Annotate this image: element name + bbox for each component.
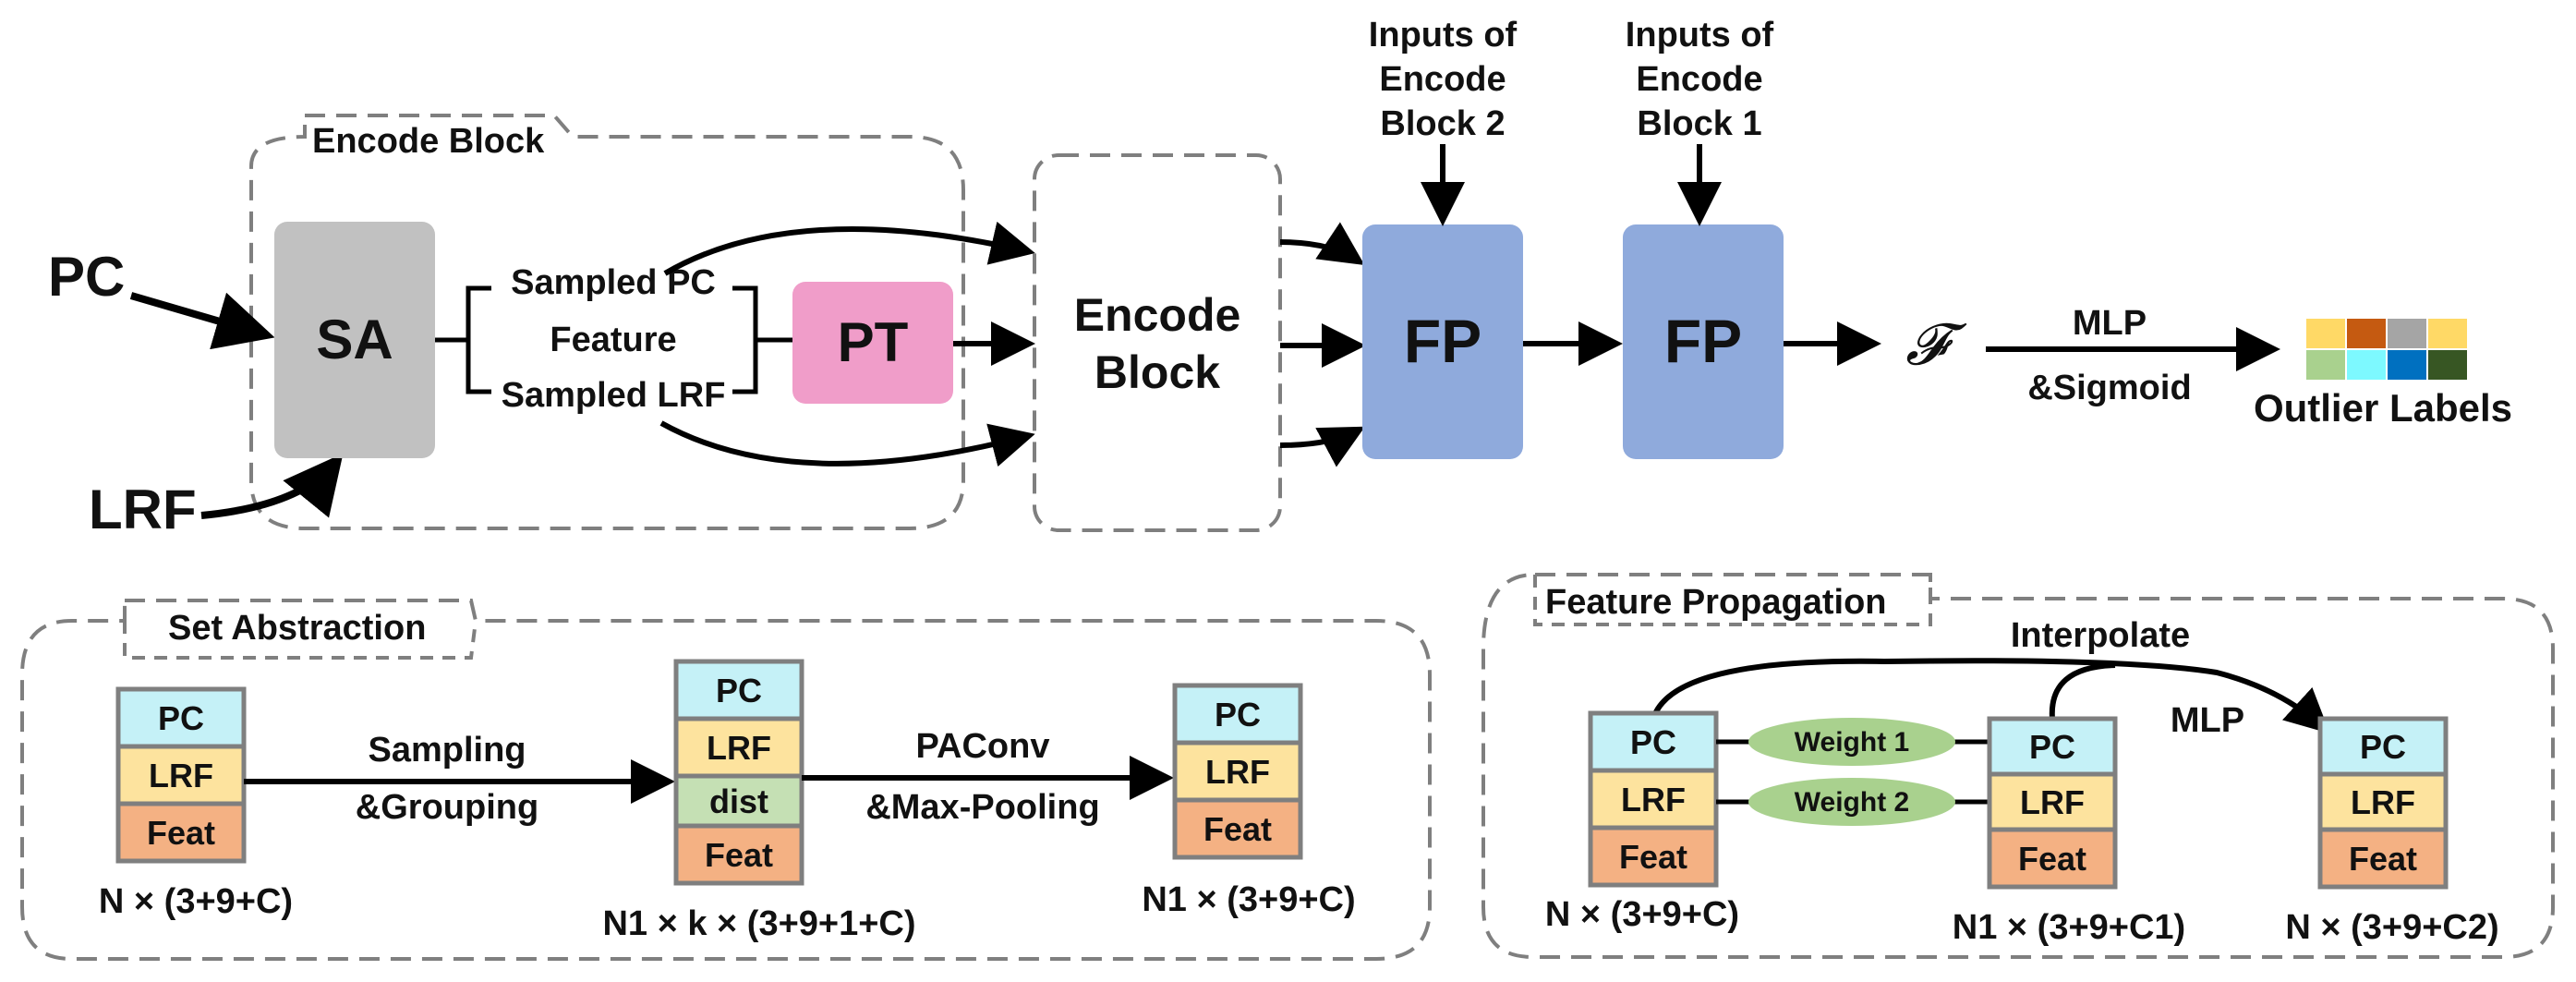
sampled-lrf-to-encode-arrow (659, 420, 1035, 467)
fp-stack-3: PC LRF Feat (2317, 716, 2449, 890)
fp-stack-1-dims: N × (3+9+C) (1545, 895, 1739, 934)
sampled-lrf-label: Sampled LRF (502, 376, 726, 415)
interpolate-arc (1651, 658, 2330, 734)
outlier-label-swatch (2426, 317, 2469, 350)
fp-stack-1: PC LRF Feat (1588, 710, 1719, 888)
sa-block (274, 222, 435, 458)
sa-stack-1-pc: PC (158, 699, 204, 737)
sa-stack-3-feat: Feat (1203, 810, 1272, 848)
sa-stack-3: PC LRF Feat (1172, 683, 1303, 860)
inputs-block2-line3: Block 2 (1380, 104, 1505, 143)
fp-block-1-label: FP (1404, 307, 1482, 375)
sa-stack-3-pc: PC (1215, 696, 1261, 733)
fp-stack-3-pc: PC (2360, 728, 2406, 766)
right-bracket (732, 285, 758, 394)
weight-1-node (1748, 718, 1955, 766)
pt-label: PT (838, 311, 909, 373)
encode-to-fp1-arrow-top (1279, 222, 1365, 265)
paconv-label: PAConv (916, 727, 1050, 766)
fp-block-2-label: FP (1664, 307, 1742, 375)
mlp-label: MLP (2073, 304, 2147, 343)
fp-stack-2-pc: PC (2029, 728, 2075, 766)
pt-block (792, 282, 953, 404)
encode-block-title: Encode Block (312, 122, 545, 161)
fp-mlp-label: MLP (2171, 701, 2244, 740)
sa-stack-2: PC LRF dist Feat (673, 659, 804, 886)
feature-label: Feature (550, 321, 676, 359)
outlier-label-swatch (2304, 317, 2347, 350)
sampled-pc-label: Sampled PC (511, 263, 716, 302)
encode-block-2-label-line1: Encode (1074, 289, 1241, 341)
outlier-label-grid (2304, 317, 2469, 382)
sampled-pc-to-encode-arrow (663, 221, 1035, 276)
fp-stack-2-dims: N1 × (3+9+C1) (1953, 908, 2185, 947)
sigmoid-label: &Sigmoid (2027, 369, 2191, 407)
inputs-block1-line1: Inputs of (1626, 16, 1774, 55)
fp-stack-3-lrf: LRF (2351, 783, 2415, 821)
mlp-arc (2049, 662, 2116, 720)
sa-stack-2-lrf: LRF (707, 729, 771, 767)
feature-propagation-title: Feature Propagation (1545, 583, 1887, 622)
sampling-label: Sampling (368, 731, 526, 770)
fp-stack-1-lrf: LRF (1621, 781, 1686, 818)
fp-stack-3-feat: Feat (2349, 840, 2417, 878)
weight-2-label: Weight 2 (1795, 787, 1909, 818)
encode-to-fp1-arrow-bottom (1279, 426, 1365, 467)
outlier-label-swatch (2426, 348, 2469, 382)
set-abstraction-tab-inner (123, 620, 478, 660)
encode-block-container (249, 114, 965, 530)
inputs-block1-line3: Block 1 (1637, 104, 1761, 143)
weight-1-label: Weight 1 (1795, 727, 1909, 758)
outlier-label-swatch (2345, 348, 2388, 382)
sa-stack-2-dims: N1 × k × (3+9+1+C) (602, 904, 915, 943)
encode-block-2 (1033, 153, 1282, 532)
pc-to-sa-arrow (129, 292, 275, 350)
feature-propagation-tab-inner (1533, 575, 1932, 626)
fp-block-2 (1623, 224, 1784, 459)
fp-stack-1-pc: PC (1630, 723, 1676, 761)
set-abstraction-container (20, 599, 1432, 961)
inputs-block2-line2: Encode (1379, 60, 1506, 99)
left-bracket (466, 285, 491, 394)
outlier-label-swatch (2386, 348, 2428, 382)
fp-stack-2: PC LRF Feat (1987, 716, 2118, 890)
fp-stack-2-lrf: LRF (2020, 783, 2085, 821)
fp-stack-1-feat: Feat (1619, 838, 1687, 876)
outlier-labels-text: Outlier Labels (2254, 386, 2512, 430)
inputs-block2-line1: Inputs of (1369, 16, 1518, 55)
sa-stack-2-pc: PC (716, 672, 762, 709)
set-abstraction-title: Set Abstraction (168, 609, 426, 648)
encode-block-2-label-line2: Block (1094, 346, 1220, 398)
sa-stack-1-lrf: LRF (149, 757, 213, 794)
fp-stack-2-feat: Feat (2018, 840, 2086, 878)
fp-block-1 (1362, 224, 1523, 459)
outlier-label-swatch (2386, 317, 2428, 350)
function-f-symbol: 𝓕 (1905, 310, 1967, 378)
maxpooling-label: &Max-Pooling (865, 788, 1099, 827)
interpolate-label: Interpolate (2011, 616, 2190, 655)
pc-input-label: PC (48, 246, 125, 308)
weight-2-node (1748, 778, 1955, 826)
sa-label: SA (316, 309, 393, 370)
inputs-block1-line2: Encode (1636, 60, 1762, 99)
sa-stack-3-lrf: LRF (1205, 753, 1270, 791)
sa-stack-2-feat: Feat (705, 836, 773, 874)
sa-stack-2-dist: dist (709, 782, 768, 820)
sa-stack-1-feat: Feat (147, 814, 215, 852)
fp-stack-3-dims: N × (3+9+C2) (2285, 908, 2498, 947)
grouping-label: &Grouping (356, 788, 538, 827)
lrf-to-sa-arrow (200, 453, 344, 519)
outlier-label-swatch (2304, 348, 2347, 382)
sa-stack-1: PC LRF Feat (115, 686, 247, 864)
sa-stack-3-dims: N1 × (3+9+C) (1142, 880, 1355, 919)
outlier-label-swatch (2345, 317, 2388, 350)
sa-stack-1-dims: N × (3+9+C) (99, 882, 293, 921)
lrf-input-label: LRF (89, 479, 197, 540)
